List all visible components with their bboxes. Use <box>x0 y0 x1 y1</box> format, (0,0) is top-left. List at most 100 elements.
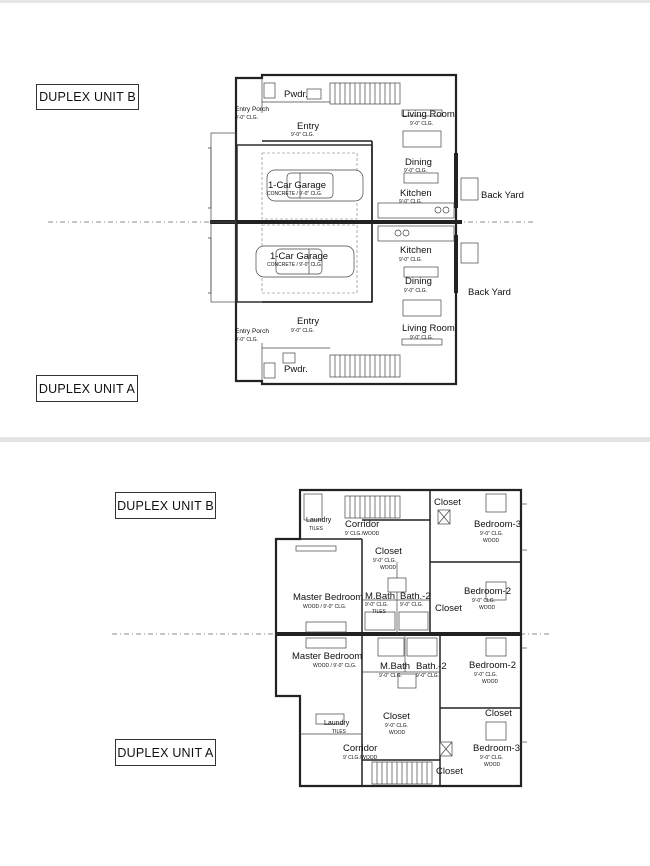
unit-a-label: DUPLEX UNIT A <box>36 375 138 402</box>
unit-b-closet-right-label: Closet <box>435 603 462 614</box>
svg-text:9'-0" CLG.: 9'-0" CLG. <box>480 755 503 761</box>
unit-b-dining-label: Dining <box>405 157 432 168</box>
unit-b-stair <box>329 82 401 105</box>
svg-text:9'-0" CLG.: 9'-0" CLG. <box>400 602 423 608</box>
unit-b-label: DUPLEX UNIT B <box>36 84 139 110</box>
unit-a-corridor-label: Corridor <box>343 743 377 754</box>
svg-text:9'-0" CLG.: 9'-0" CLG. <box>235 337 258 343</box>
svg-text:9' CLG./WOOD: 9' CLG./WOOD <box>345 531 380 537</box>
unit-b-car-icon <box>266 169 364 202</box>
party-wall-upper <box>276 632 521 636</box>
unit-b-label-upper: DUPLEX UNIT B <box>115 492 216 519</box>
svg-text:9'-0" CLG.: 9'-0" CLG. <box>480 531 503 537</box>
unit-a-laundry-label: Laundry <box>324 720 350 727</box>
unit-b-entry-porch-label: Entry Porch <box>235 106 269 113</box>
svg-text:9'-0" CLG.: 9'-0" CLG. <box>399 199 422 205</box>
svg-text:TILES: TILES <box>332 729 347 735</box>
unit-b-mbath-label: M.Bath <box>365 591 395 602</box>
unit-a-bed2-icon <box>485 637 507 657</box>
unit-b-upper-stair <box>344 495 401 519</box>
svg-text:9'-0" CLG.: 9'-0" CLG. <box>373 558 396 564</box>
unit-a-closet-bottom-label: Closet <box>436 766 463 777</box>
unit-a-bedroom3-label: Bedroom-3 <box>473 743 520 754</box>
unit-b-bed3-icon <box>485 493 507 513</box>
unit-b-sofa <box>402 130 442 148</box>
unit-a-mbath-tub <box>377 637 405 657</box>
unit-a-porch-outline <box>210 221 237 303</box>
unit-b-laundry-machine <box>303 493 323 521</box>
svg-text:9'-0" CLG.: 9'-0" CLG. <box>404 168 427 174</box>
unit-b-entry-label: Entry <box>297 121 319 132</box>
unit-b-kitchen-label: Kitchen <box>400 188 432 199</box>
unit-a-living-room-label: Living Room <box>402 323 455 334</box>
unit-a-master-bedroom-label: Master Bedroom <box>292 651 362 662</box>
unit-a-garage-label: 1-Car Garage <box>270 251 328 262</box>
svg-text:WOOD: WOOD <box>389 730 405 736</box>
svg-text:TILES: TILES <box>372 609 387 615</box>
svg-text:CONCRETE / 9'-0" CLG.: CONCRETE / 9'-0" CLG. <box>267 262 322 268</box>
panel-separator <box>0 437 650 442</box>
unit-b-bed2-icon <box>485 581 507 601</box>
svg-text:9'-0" CLG.: 9'-0" CLG. <box>416 673 439 679</box>
unit-b-back-step <box>460 177 479 201</box>
unit-a-master-bed-icon <box>305 637 347 649</box>
unit-b-kitchen-counter <box>377 202 455 219</box>
unit-b-master-bed-icon <box>305 621 347 633</box>
unit-b-closet-mid-label: Closet <box>375 546 402 557</box>
unit-a-bed3-icon <box>485 721 507 741</box>
unit-a-mbath-label: M.Bath <box>380 661 410 672</box>
unit-b-toilet-icon <box>263 82 276 99</box>
svg-text:WOOD: WOOD <box>482 679 498 685</box>
svg-text:WOOD: WOOD <box>479 605 495 611</box>
unit-a-dining-table <box>403 266 439 278</box>
top-bar <box>0 0 650 3</box>
svg-text:WOOD / 9'-0" CLG.: WOOD / 9'-0" CLG. <box>313 663 356 669</box>
unit-b-dining-table <box>403 172 439 184</box>
unit-b-bath2-tub <box>398 611 429 631</box>
ground-floor-drawing: Pwdr. Entry Porch 9'-0" CLG. Entry 9'-0"… <box>48 73 536 386</box>
svg-text:9'-0" CLG.: 9'-0" CLG. <box>385 723 408 729</box>
unit-a-entry-porch-label: Entry Porch <box>235 328 269 335</box>
unit-a-kitchen-counter <box>377 225 455 242</box>
unit-b-laundry-label: Laundry <box>306 517 332 524</box>
unit-a-back-step <box>460 242 479 264</box>
unit-a-upper-stair <box>371 761 433 785</box>
unit-b-bedroom3-label: Bedroom-3 <box>474 519 521 530</box>
unit-b-corridor-label: Corridor <box>345 519 379 530</box>
unit-b-bedroom2-label: Bedroom-2 <box>464 586 511 597</box>
unit-b-master-bedroom-label: Master Bedroom <box>293 592 363 603</box>
svg-text:9'-0" CLG.: 9'-0" CLG. <box>291 328 314 334</box>
unit-a-dining-label: Dining <box>405 276 432 287</box>
svg-text:CONCRETE / 9'-0" CLG.: CONCRETE / 9'-0" CLG. <box>267 191 322 197</box>
unit-b-outer-wall <box>234 73 458 222</box>
svg-text:WOOD / 9'-0" CLG.: WOOD / 9'-0" CLG. <box>303 604 346 610</box>
unit-a-closet-mid-label: Closet <box>383 711 410 722</box>
unit-a-bath2-label: Bath.-2 <box>416 661 447 672</box>
upper-floor-drawing: Laundry TILES Corridor 9' CLG./WOOD Clos… <box>112 488 552 788</box>
svg-text:9'-0" CLG.: 9'-0" CLG. <box>410 335 433 341</box>
unit-a-outer-wall <box>234 222 458 386</box>
unit-a-entry-label: Entry <box>297 316 319 327</box>
unit-a-closet-right-label: Closet <box>485 708 512 719</box>
svg-text:9' CLG./WOOD: 9' CLG./WOOD <box>343 755 378 761</box>
unit-a-pwdr-label: Pwdr. <box>284 364 308 375</box>
unit-a-back-yard-label: Back Yard <box>468 287 511 298</box>
svg-text:9'-0" CLG.: 9'-0" CLG. <box>474 672 497 678</box>
svg-text:9'-0" CLG.: 9'-0" CLG. <box>235 115 258 121</box>
svg-text:WOOD: WOOD <box>483 538 499 544</box>
svg-text:9'-0" CLG.: 9'-0" CLG. <box>379 673 402 679</box>
unit-b-garage-label: 1-Car Garage <box>268 180 326 191</box>
unit-b-upper-outer-wall <box>274 488 523 634</box>
svg-text:9'-0" CLG.: 9'-0" CLG. <box>472 598 495 604</box>
unit-a-label-upper: DUPLEX UNIT A <box>115 739 216 766</box>
svg-text:9'-0" CLG.: 9'-0" CLG. <box>410 121 433 127</box>
unit-a-bedroom2-label: Bedroom-2 <box>469 660 516 671</box>
unit-b-living-room-label: Living Room <box>402 109 455 120</box>
unit-b-back-yard-label: Back Yard <box>481 190 524 201</box>
unit-a-kitchen-label: Kitchen <box>400 245 432 256</box>
unit-a-laundry-machine <box>315 713 345 725</box>
svg-text:9'-0" CLG.: 9'-0" CLG. <box>399 257 422 263</box>
unit-a-stair <box>329 354 401 378</box>
svg-text:9'-0" CLG.: 9'-0" CLG. <box>404 288 427 294</box>
svg-text:WOOD: WOOD <box>380 565 396 571</box>
